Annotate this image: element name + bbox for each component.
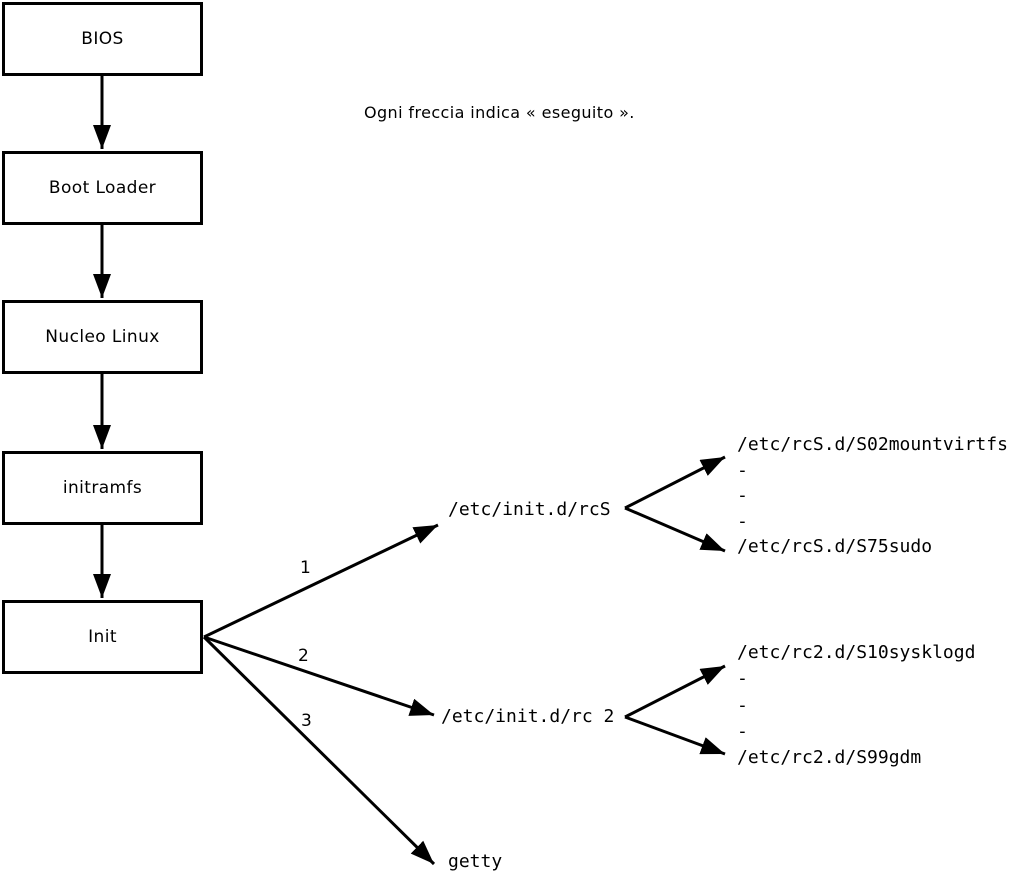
list-item: /etc/rcS.d/S75sudo: [737, 536, 933, 557]
rc2-script-list: /etc/rc2.d/S10sysklogd - - - /etc/rc2.d/…: [737, 640, 975, 771]
list-item: -: [737, 459, 748, 481]
caption: Ogni freccia indica « eseguito ».: [364, 103, 635, 122]
box-initramfs-label: initramfs: [62, 478, 143, 498]
box-bios-label: BIOS: [81, 29, 124, 49]
box-init-label: Init: [88, 627, 117, 647]
branch-number-1: 1: [300, 558, 311, 578]
list-item: -: [737, 485, 748, 506]
arrow-rcs-to-last-script: [624, 506, 726, 553]
branch-number-3: 3: [301, 711, 312, 731]
list-item: -: [737, 668, 748, 690]
box-boot-loader: Boot Loader: [2, 151, 203, 225]
box-bios: BIOS: [2, 2, 203, 76]
box-boot-loader-label: Boot Loader: [48, 178, 157, 198]
box-init: Init: [2, 600, 203, 674]
list-item: -: [737, 720, 748, 742]
branch-number-2: 2: [298, 646, 309, 666]
list-item: /etc/rcS.d/S02mountvirtfs: [737, 434, 1008, 455]
list-item: /etc/rc2.d/S10sysklogd: [737, 642, 976, 663]
arrow-init-to-getty: [202, 635, 436, 866]
rcs-script-list: /etc/rcS.d/S02mountvirtfs - - - /etc/rcS…: [737, 432, 1008, 560]
arrow-init-to-rc2: [203, 635, 435, 717]
arrow-rc2-to-last-script: [624, 715, 726, 756]
box-initramfs: initramfs: [2, 451, 203, 525]
list-item: -: [737, 510, 748, 532]
arrow-rc2-to-first-script: [624, 664, 726, 719]
arrow-rcs-to-first-script: [624, 455, 726, 510]
list-item: -: [737, 694, 748, 716]
arrow-init-to-rcs: [203, 523, 439, 639]
box-linux-kernel: Nucleo Linux: [2, 300, 203, 374]
target-rcs-label: /etc/init.d/rcS: [448, 499, 611, 520]
target-rc2-label: /etc/init.d/rc 2: [441, 706, 615, 727]
box-linux-kernel-label: Nucleo Linux: [45, 327, 160, 347]
list-item: /etc/rc2.d/S99gdm: [737, 747, 922, 769]
target-getty-label: getty: [448, 851, 503, 872]
